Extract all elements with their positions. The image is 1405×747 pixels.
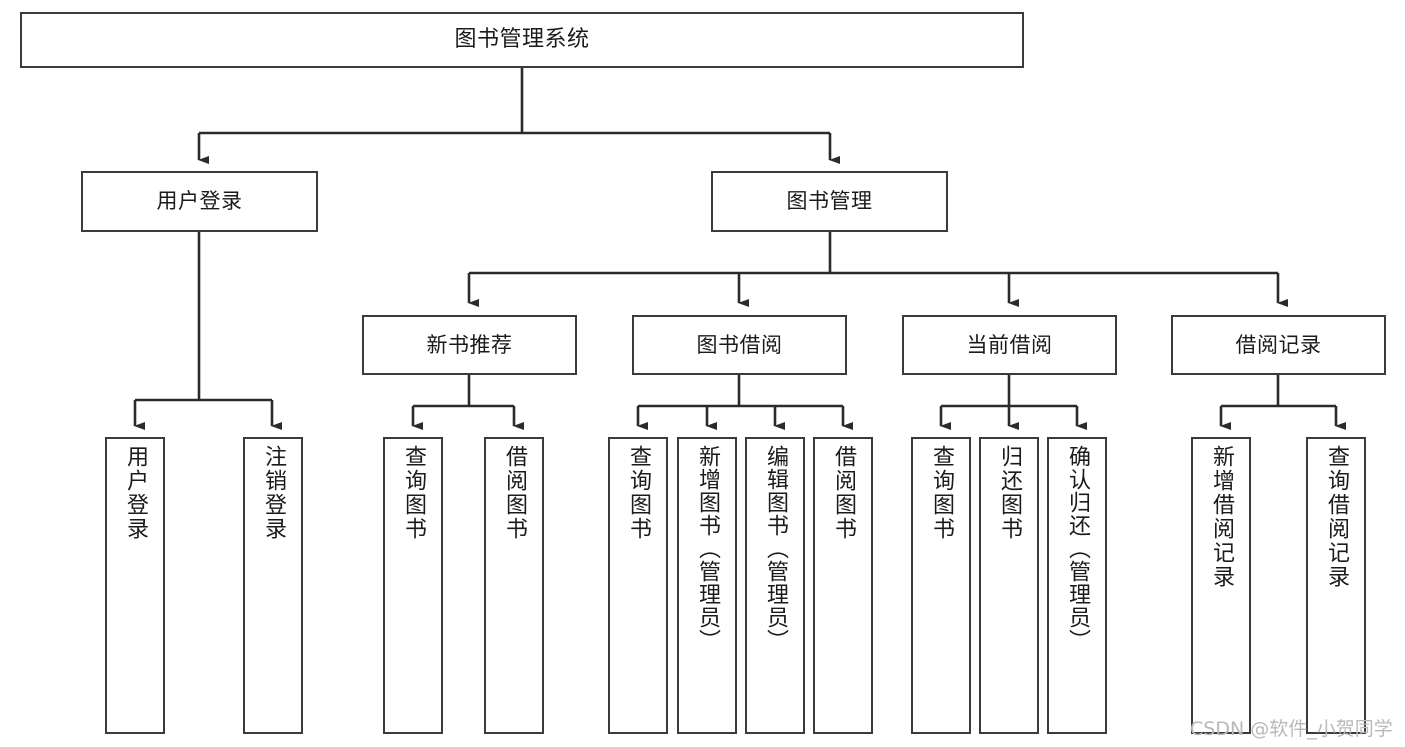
node-user-login[interactable]: 用户登录 — [81, 171, 318, 232]
leaf-query-book-new-rec[interactable]: 查询图书 — [383, 437, 443, 734]
node-label: 图书借阅 — [696, 332, 783, 357]
leaf-confirm-return-admin[interactable]: 确认归还（管理员） — [1047, 437, 1107, 734]
leaf-return-book[interactable]: 归还图书 — [979, 437, 1039, 734]
leaf-add-borrow-record[interactable]: 新增借阅记录 — [1191, 437, 1251, 734]
node-label: 查询借阅记录 — [1324, 445, 1349, 589]
node-label: 用户登录 — [156, 189, 243, 214]
node-label: 当前借阅 — [966, 332, 1053, 357]
node-label: 图书管理系统 — [454, 27, 590, 53]
leaf-query-borrow-record[interactable]: 查询借阅记录 — [1306, 437, 1366, 734]
leaf-edit-book-admin[interactable]: 编辑图书（管理员） — [745, 437, 805, 734]
watermark: CSDN @软件_小贺同学 — [1190, 718, 1393, 740]
node-borrow-record[interactable]: 借阅记录 — [1171, 315, 1386, 375]
node-current-borrow[interactable]: 当前借阅 — [902, 315, 1117, 375]
leaf-borrow-book[interactable]: 借阅图书 — [813, 437, 873, 734]
leaf-add-book-admin[interactable]: 新增图书（管理员） — [677, 437, 737, 734]
leaf-user-login[interactable]: 用户登录 — [105, 437, 165, 734]
node-new-book-recommendation[interactable]: 新书推荐 — [362, 315, 577, 375]
node-book-borrow[interactable]: 图书借阅 — [632, 315, 847, 375]
node-label: 查询图书 — [929, 445, 954, 541]
leaf-query-book-borrow[interactable]: 查询图书 — [608, 437, 668, 734]
node-label: 新书推荐 — [426, 332, 513, 357]
node-label: 借阅图书 — [502, 445, 527, 541]
node-label: 新增图书（管理员） — [695, 445, 720, 652]
node-label: 确认归还（管理员） — [1065, 445, 1090, 652]
node-label: 归还图书 — [997, 445, 1022, 541]
node-label: 查询图书 — [401, 445, 426, 541]
node-label: 用户登录 — [123, 445, 148, 541]
node-label: 借阅记录 — [1235, 332, 1322, 357]
leaf-user-logout[interactable]: 注销登录 — [243, 437, 303, 734]
node-label: 编辑图书（管理员） — [763, 445, 788, 652]
node-label: 查询图书 — [626, 445, 651, 541]
node-label: 图书管理 — [786, 189, 873, 214]
node-label: 借阅图书 — [831, 445, 856, 541]
node-book-manage[interactable]: 图书管理 — [711, 171, 948, 232]
leaf-query-book-current[interactable]: 查询图书 — [911, 437, 971, 734]
node-label: 新增借阅记录 — [1209, 445, 1234, 589]
leaf-borrow-book-new-rec[interactable]: 借阅图书 — [484, 437, 544, 734]
node-root-book-management-system[interactable]: 图书管理系统 — [20, 12, 1024, 68]
node-label: 注销登录 — [261, 445, 286, 541]
